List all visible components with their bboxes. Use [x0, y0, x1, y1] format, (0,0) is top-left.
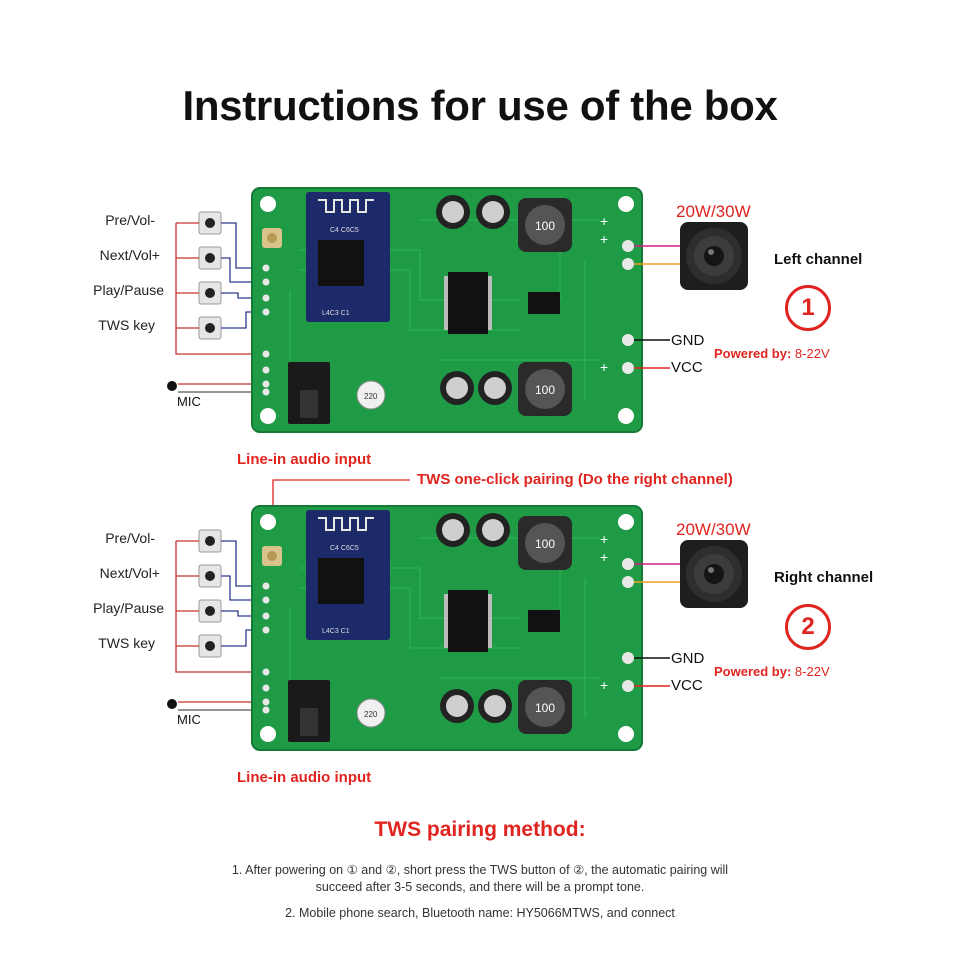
svg-text:L4C3 C1: L4C3 C1 — [322, 628, 350, 635]
tws-pairing-note: TWS one-click pairing (Do the right chan… — [417, 471, 733, 488]
pairing-step-1-line-2: succeed after 3-5 seconds, and there wil… — [315, 880, 645, 894]
button-label-next-vol-up-2: Next/Vol+ — [99, 565, 160, 581]
number-badge-2: 2 — [785, 604, 831, 650]
button-wires-board-2 — [175, 540, 262, 711]
right-channel-label: Right channel — [774, 569, 874, 586]
button-label-tws-key-2: TWS key — [98, 635, 155, 651]
mic-label-2: MIC — [177, 712, 201, 727]
page-title: Instructions for use of the box — [182, 82, 778, 129]
power-supply-label-2: Powered by: 8-22V — [714, 664, 830, 679]
svg-text:100: 100 — [535, 701, 555, 715]
pairing-step-2: 2. Mobile phone search, Bluetooth name: … — [285, 906, 675, 920]
vcc-label-2: VCC — [671, 677, 703, 694]
pairing-method-heading: TWS pairing method: — [374, 818, 586, 841]
svg-text:220: 220 — [364, 710, 378, 719]
gnd-label-2: GND — [671, 650, 705, 667]
button-label-play-pause-2: Play/Pause — [93, 600, 164, 616]
svg-text:+: + — [600, 677, 608, 693]
pairing-step-1-line-1: 1. After powering on ① and ②, short pres… — [231, 863, 729, 877]
line-in-label-2: Line-in audio input — [237, 769, 372, 786]
